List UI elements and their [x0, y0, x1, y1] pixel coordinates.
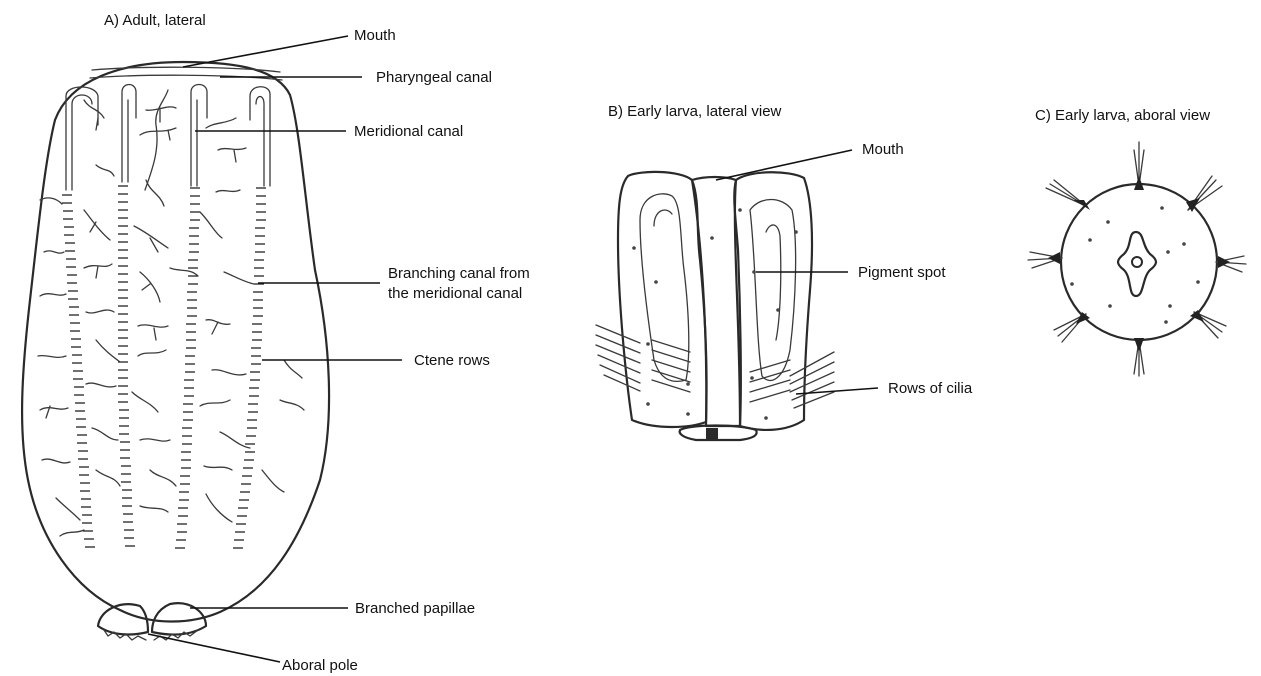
aboral-pigment-spots	[1070, 206, 1200, 324]
panel-larva-lateral: B) Early larva, lateral view	[596, 103, 973, 440]
panel-a-title: A) Adult, lateral	[104, 12, 206, 29]
aboral-statocyst	[1118, 232, 1156, 296]
label-rows-of-cilia: Rows of cilia	[888, 380, 973, 397]
panel-adult: A) Adult, lateral	[22, 12, 530, 674]
label-branching-canal-line1: Branching canal from	[388, 265, 530, 282]
ctene-row-3	[175, 188, 200, 548]
ctene-rows	[62, 186, 266, 548]
label-aboral-pole: Aboral pole	[282, 657, 358, 674]
label-mouth: Mouth	[354, 27, 396, 44]
larva-central-body	[692, 177, 740, 426]
label-branched-papillae: Branched papillae	[355, 600, 475, 617]
label-larva-mouth: Mouth	[862, 141, 904, 158]
label-meridional-canal: Meridional canal	[354, 123, 463, 140]
label-pigment-spot: Pigment spot	[858, 264, 946, 281]
larva-aboral-mark	[706, 428, 718, 440]
label-branching-canal-line2: the meridional canal	[388, 285, 522, 302]
ctene-row-1	[62, 195, 95, 547]
larva-cilia-rows	[596, 325, 834, 408]
panel-c-title: C) Early larva, aboral view	[1035, 107, 1210, 124]
leader-larva-mouth	[716, 150, 852, 180]
leader-mouth	[183, 36, 348, 67]
leader-rows-of-cilia	[796, 388, 878, 394]
adult-body-outline	[22, 62, 329, 622]
ctene-row-2	[118, 186, 135, 546]
larva-aboral-band	[680, 426, 757, 441]
larva-right-lobe	[734, 172, 812, 430]
ctene-row-4	[233, 188, 266, 548]
larva-right-canal-inner	[766, 225, 781, 340]
larva-left-canal-inner	[654, 210, 672, 226]
label-pharyngeal-canal: Pharyngeal canal	[376, 69, 492, 86]
larva-right-canal	[750, 200, 796, 381]
aboral-apical-organ	[1132, 257, 1142, 267]
panel-larva-aboral: C) Early larva, aboral view	[1028, 107, 1246, 376]
meridional-canals	[66, 85, 270, 191]
panel-b-title: B) Early larva, lateral view	[608, 103, 782, 120]
pigment-spots	[632, 208, 798, 420]
label-ctene-rows: Ctene rows	[414, 352, 490, 369]
leader-aboral-pole	[148, 634, 280, 662]
